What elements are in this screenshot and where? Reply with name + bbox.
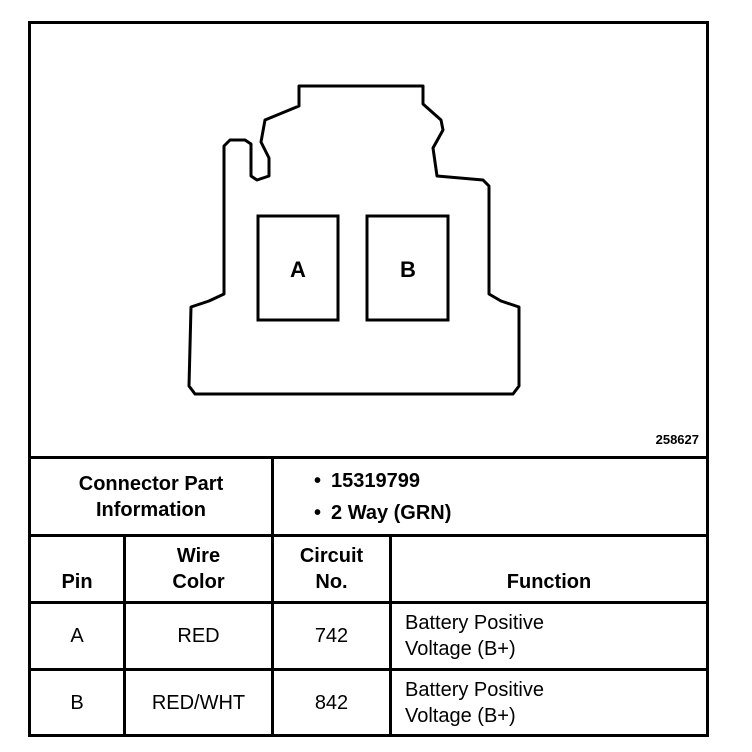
row-a-function: Battery Positive Voltage (B+)	[405, 612, 544, 660]
row-b-function: Battery Positive Voltage (B+)	[405, 678, 544, 727]
connector-face-drawing: A B	[187, 84, 521, 396]
row-b-wire-color: RED/WHT	[151, 691, 246, 714]
part-number: 15319799	[314, 465, 451, 497]
part-info-list: 15319799 2 Way (GRN)	[314, 459, 704, 534]
figure-id: 258627	[655, 432, 699, 447]
cavity-b-outline	[365, 214, 450, 322]
row-b-circuit: 842	[314, 691, 349, 714]
part-info-label: Connector Part Information	[78, 472, 224, 521]
rule-col-pin	[123, 534, 126, 734]
rule-row-a-top	[31, 601, 706, 604]
connector-body-outline	[187, 84, 521, 396]
header-pin: Pin	[61, 571, 93, 593]
rule-row-b-top	[31, 668, 706, 671]
rule-col-wire	[271, 534, 274, 734]
header-function: Function	[506, 571, 592, 593]
row-a-wire-color: RED	[177, 625, 220, 647]
header-circuit-no: Circuit No.	[299, 545, 364, 593]
cavity-b-label: B	[400, 257, 416, 282]
cavity-a-outline	[256, 214, 340, 322]
cavity-a-label: A	[290, 257, 306, 282]
rule-col-circuit	[389, 534, 392, 734]
connector-type: 2 Way (GRN)	[314, 497, 451, 529]
row-a-pin: A	[70, 625, 84, 647]
row-a-circuit: 742	[314, 625, 349, 647]
rule-part-info-top	[31, 456, 706, 459]
rule-part-info-divider	[271, 456, 274, 534]
rule-header-top	[31, 534, 706, 537]
header-wire-color: Wire Color	[172, 545, 225, 593]
connector-diagram-frame: A B 258627 Connector Part Information 15…	[28, 21, 709, 737]
row-b-pin: B	[70, 691, 84, 714]
